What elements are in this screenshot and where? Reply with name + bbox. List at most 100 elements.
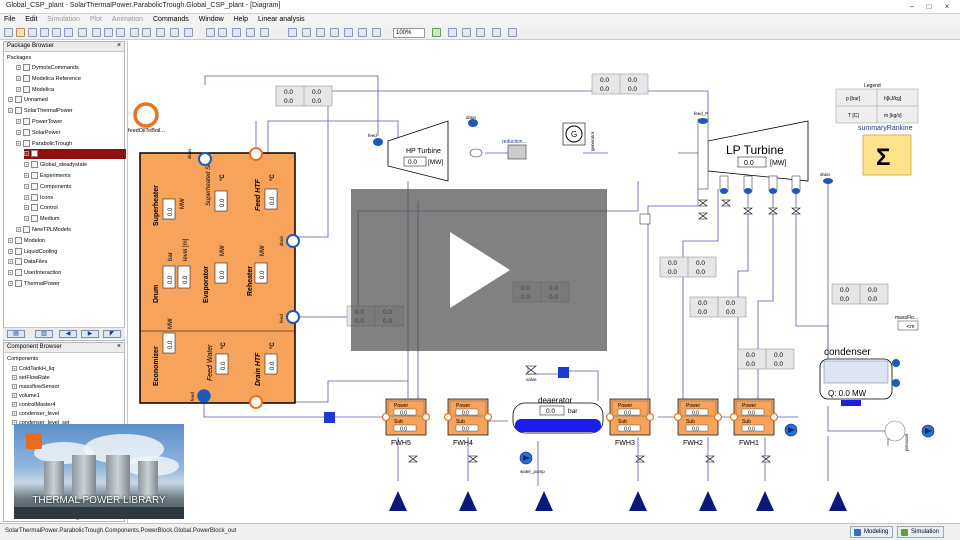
package-item[interactable]: +ParabolicTrough: [16, 139, 72, 149]
turbine-tap[interactable]: [791, 175, 801, 194]
plot-icon[interactable]: [462, 28, 471, 37]
new-icon[interactable]: [4, 28, 13, 37]
component-item[interactable]: +condenser_level: [12, 409, 59, 419]
check-valve[interactable]: [743, 207, 753, 215]
list-view-icon[interactable]: ▥: [35, 330, 53, 338]
menu-file[interactable]: File: [4, 16, 16, 23]
reduction-gear[interactable]: reduction...: [502, 139, 527, 160]
expand-icon[interactable]: +: [24, 205, 29, 211]
maximize-button[interactable]: □: [926, 2, 932, 11]
expand-icon[interactable]: +: [12, 384, 17, 390]
massflow-sensor[interactable]: massFlo... ≺m: [895, 315, 919, 331]
components-root[interactable]: Components: [7, 356, 39, 362]
diagram-icon[interactable]: [288, 28, 297, 37]
drain-boundary[interactable]: [829, 491, 847, 511]
summary-block[interactable]: [862, 134, 912, 176]
hp-feed-port[interactable]: [373, 138, 383, 146]
menu-plot[interactable]: Plot: [89, 16, 102, 23]
grid-icon[interactable]: [218, 28, 227, 37]
select-icon[interactable]: [206, 28, 215, 37]
rect-icon[interactable]: [232, 28, 241, 37]
package-item[interactable]: +ThermalPower: [8, 279, 60, 289]
drain-valve[interactable]: [408, 455, 418, 463]
text-icon[interactable]: [260, 28, 269, 37]
package-item[interactable]: +Modelon: [8, 236, 45, 246]
expand-icon[interactable]: +: [24, 151, 29, 157]
component-item[interactable]: +massflowSensor: [12, 382, 59, 392]
arrow-right-icon[interactable]: [302, 28, 311, 37]
help-icon[interactable]: [78, 28, 87, 37]
flow-source-left[interactable]: [324, 412, 335, 423]
lp-feed-port[interactable]: [698, 118, 708, 124]
split-icon[interactable]: [330, 28, 339, 37]
layer-icon[interactable]: [344, 28, 353, 37]
fill-icon[interactable]: [184, 28, 193, 37]
expand-icon[interactable]: +: [16, 86, 21, 92]
expand-icon[interactable]: +: [24, 173, 29, 179]
pressure-sensor[interactable]: pressure: [884, 420, 909, 451]
close-icon[interactable]: ×: [116, 42, 121, 49]
expand-icon[interactable]: +: [8, 97, 13, 103]
component-item[interactable]: +setFlowRate: [12, 373, 50, 383]
color-icon[interactable]: [170, 28, 179, 37]
expand-icon[interactable]: +: [16, 129, 21, 135]
sg-feed-port[interactable]: [197, 389, 211, 403]
drain-boundary[interactable]: [629, 491, 647, 511]
drain-boundary[interactable]: [699, 491, 717, 511]
hp-drain-port[interactable]: [468, 119, 478, 127]
package-item[interactable]: +UserInteraction: [8, 268, 61, 278]
animation-icon[interactable]: [476, 28, 485, 37]
menu-edit[interactable]: Edit: [25, 16, 38, 23]
zoom-in-icon[interactable]: [358, 28, 367, 37]
package-item[interactable]: +Components: [24, 182, 71, 192]
package-item[interactable]: +PowerTower: [16, 117, 62, 127]
check-valve[interactable]: [698, 212, 708, 220]
package-item[interactable]: +NewTPLModels: [16, 225, 71, 235]
package-item[interactable]: +Modelica Reference: [16, 74, 81, 84]
hp-turbine[interactable]: HP Turbine 0.0 [MW] feed drain: [368, 115, 478, 182]
expand-icon[interactable]: +: [16, 119, 21, 125]
package-item[interactable]: +DataFiles: [8, 257, 47, 267]
package-item[interactable]: +: [24, 149, 126, 160]
component-item[interactable]: +controlMaster4: [12, 400, 55, 410]
expand-icon[interactable]: +: [8, 281, 13, 287]
simulation-mode-button[interactable]: Simulation: [897, 526, 945, 538]
package-item[interactable]: +Icons: [24, 193, 53, 203]
search-icon[interactable]: [52, 28, 61, 37]
turbine-tap[interactable]: [719, 175, 729, 194]
package-item[interactable]: +DymolaCommands: [16, 63, 79, 73]
menu-commands[interactable]: Commands: [153, 16, 189, 23]
close-window-button[interactable]: ×: [944, 2, 950, 11]
condenser-port-in[interactable]: [892, 359, 900, 367]
cut-icon[interactable]: [92, 28, 101, 37]
redo-icon[interactable]: [142, 28, 151, 37]
lp-drain-port[interactable]: [823, 178, 833, 184]
expand-icon[interactable]: +: [12, 411, 17, 417]
close-icon[interactable]: ×: [116, 343, 121, 350]
copy-icon[interactable]: [104, 28, 113, 37]
expand-icon[interactable]: +: [8, 270, 13, 276]
package-item[interactable]: +Unnamed: [8, 95, 48, 105]
check-icon[interactable]: [64, 28, 73, 37]
zoom-select[interactable]: 100%: [393, 28, 425, 38]
check-valve[interactable]: [768, 207, 778, 215]
drain-boundary[interactable]: [535, 491, 553, 511]
check-valve[interactable]: [791, 207, 801, 215]
expand-icon[interactable]: +: [8, 248, 13, 254]
expand-icon[interactable]: +: [8, 259, 13, 265]
print-icon[interactable]: [40, 28, 49, 37]
sg-drain-port[interactable]: [198, 152, 212, 166]
expand-icon[interactable]: +: [24, 162, 29, 168]
steam-generator[interactable]: Superheater 0.0 MW Superheated Steam 0.0…: [139, 147, 300, 409]
expand-icon[interactable]: +: [16, 227, 21, 233]
expand-icon[interactable]: +: [8, 237, 13, 243]
diagram-canvas[interactable]: Superheater 0.0 MW Superheated Steam 0.0…: [127, 41, 957, 523]
menu-help[interactable]: Help: [233, 16, 249, 23]
check-valve[interactable]: [721, 199, 731, 207]
component-item[interactable]: +ColdTankH_liq: [12, 364, 54, 374]
pump[interactable]: [519, 451, 533, 465]
